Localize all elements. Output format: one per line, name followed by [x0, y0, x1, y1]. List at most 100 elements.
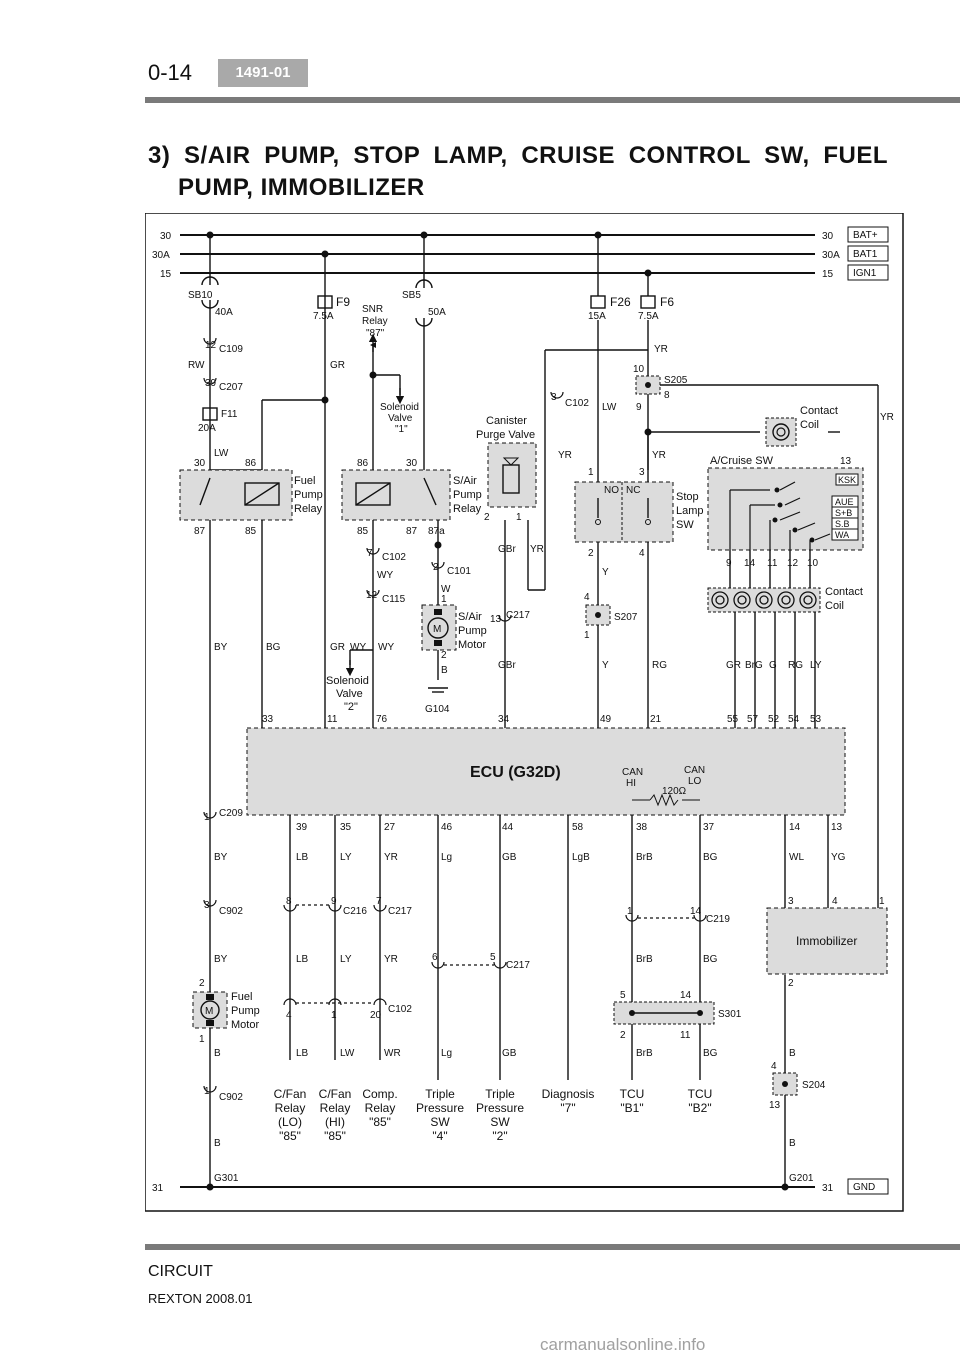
immobilizer-box [766, 907, 888, 975]
fuse-sb10-rating: 40A [215, 307, 233, 318]
wire-b-g104: B [441, 665, 448, 676]
wire-lb-3: LB [296, 1048, 309, 1059]
wire-gr-coil: GR [726, 660, 741, 671]
acruise-pin-13: 13 [840, 456, 852, 467]
ecu-bot-pin-14: 14 [789, 822, 801, 833]
wire-b-g301: B [214, 1138, 221, 1149]
rail-tag-bat-plus: BAT+ [853, 230, 878, 241]
sair-pump-motor [421, 604, 457, 651]
page-number: 0-14 [148, 60, 193, 85]
rail-15-left: 15 [160, 269, 172, 280]
dest-cfan-lo-2: Relay [275, 1101, 306, 1115]
section-code-badge: 1491-01 [218, 59, 308, 87]
connector-c216: C216 [343, 906, 367, 917]
c217-pin-6: 6 [432, 952, 438, 963]
canister-purge-valve [487, 442, 537, 508]
rail-tag-ign1: IGN1 [853, 268, 877, 279]
connector-c219 [625, 914, 707, 922]
c217-pin-7: 7 [376, 896, 382, 907]
c219-pin-1: 1 [627, 906, 633, 917]
fuel-motor-label-2: Pump [231, 1005, 260, 1017]
dest-triple-2-4: "2" [492, 1129, 507, 1143]
wires [209, 235, 879, 1187]
wire-yr-canister: YR [530, 544, 544, 555]
wire-yr-1: YR [384, 852, 398, 863]
dest-comp-relay-2: Relay [365, 1101, 396, 1115]
stop-sw-pin-3: 3 [639, 467, 645, 478]
sair-motor-label-1: S/Air [458, 611, 482, 623]
wire-bg-3: BG [703, 954, 718, 965]
pin-c115-num: 12 [366, 590, 378, 601]
fuel-pump-relay [179, 469, 293, 521]
fuse-sb5-rating: 50A [428, 307, 446, 318]
s205-pin-9: 9 [636, 402, 642, 413]
cruise-key-sb-plus: S+B [835, 508, 852, 518]
ecu-top-pin-76: 76 [376, 714, 388, 725]
pin-c217-num: 13 [490, 614, 502, 625]
wire-y-upper: Y [602, 567, 609, 578]
wire-wy-1: WY [377, 570, 393, 581]
sair-relay-pin-85: 85 [357, 526, 369, 537]
coil-pin-11: 11 [767, 558, 778, 569]
pin-c209-num: 1 [204, 812, 210, 823]
ground-g201: G201 [789, 1173, 814, 1184]
wire-by-1: BY [214, 642, 228, 653]
dest-tcu-b1-2: "B1" [620, 1101, 643, 1115]
sair-relay-pin-87: 87 [406, 526, 418, 537]
pin-c102-right-num: 3 [551, 392, 557, 403]
ecu-top-pin-21: 21 [650, 714, 662, 725]
wire-lg-2: Lg [441, 1048, 452, 1059]
wire-gbr-canister: GBr [498, 544, 516, 555]
wire-wl: WL [789, 852, 804, 863]
fuel-motor-label-1: Fuel [231, 991, 252, 1003]
dest-comp-relay-3: "85" [369, 1115, 391, 1129]
fuel-motor-label-3: Motor [231, 1019, 259, 1031]
dest-tcu-b2-1: TCU [688, 1087, 713, 1101]
wire-rg-stop: RG [652, 660, 667, 671]
connector-c102-upper: C102 [382, 552, 406, 563]
ecu-top-pin-33: 33 [262, 714, 274, 725]
ecu-top-pin-53: 53 [810, 714, 822, 725]
wire-lw-f11: LW [214, 448, 229, 459]
sair-relay-label-2: Pump [453, 489, 482, 501]
diagram-frame [145, 213, 904, 1212]
wire-gb-2: GB [502, 1048, 517, 1059]
stop-lamp-label-1: Stop [676, 491, 699, 503]
fuse-sb5-name: SB5 [402, 290, 421, 301]
s204-pin-4: 4 [771, 1061, 777, 1072]
contact-coil-upper-label-2: Coil [800, 419, 819, 431]
ecu-top-pin-49: 49 [600, 714, 612, 725]
wire-rg-coil: RG [788, 660, 803, 671]
ecu-bot-pin-58: 58 [572, 822, 584, 833]
solenoid-valve-1-label-2: Valve [388, 413, 413, 424]
ecu-label: ECU (G32D) [470, 764, 561, 781]
fuse-f6-rating: 7.5A [638, 311, 659, 322]
ecu-top-pin-52: 52 [768, 714, 780, 725]
rail-30a-right: 30A [822, 250, 840, 261]
ecu-bot-pin-13: 13 [831, 822, 843, 833]
splice-s301: S301 [718, 1009, 742, 1020]
ecu-bot-pin-44: 44 [502, 822, 514, 833]
sair-relay-pin-86: 86 [357, 458, 369, 469]
wire-wr: WR [384, 1048, 401, 1059]
pin-c101-num: 2 [433, 562, 439, 573]
connector-c115: C115 [382, 594, 406, 605]
wire-brg-coil: BrG [745, 660, 763, 671]
fuse-f11-name: F11 [221, 409, 238, 420]
connector-c217-lower: C217 [506, 960, 530, 971]
rail-tag-bat1: BAT1 [853, 249, 878, 260]
c102-pin-1: 1 [331, 1010, 337, 1021]
contact-coil-upper [765, 417, 797, 447]
connector-c219: C219 [706, 914, 730, 925]
wiring-diagram: 30 30A 15 30 30A 15 BAT+ BAT1 IGN1 31 31… [145, 213, 904, 1212]
wire-b-fuel: B [214, 1048, 221, 1059]
fuel-relay-pin-85: 85 [245, 526, 257, 537]
solenoid-valve-1-label-1: Solenoid [380, 402, 419, 413]
fuses [201, 276, 656, 421]
watermark: carmanualsonline.info [540, 1335, 706, 1354]
canister-pin-2: 2 [484, 512, 490, 523]
dest-cfan-hi-3: (HI) [325, 1115, 345, 1129]
dest-triple-4-3: SW [430, 1115, 450, 1129]
connector-c902-upper: C902 [219, 906, 243, 917]
immobilizer-label: Immobilizer [796, 934, 857, 948]
